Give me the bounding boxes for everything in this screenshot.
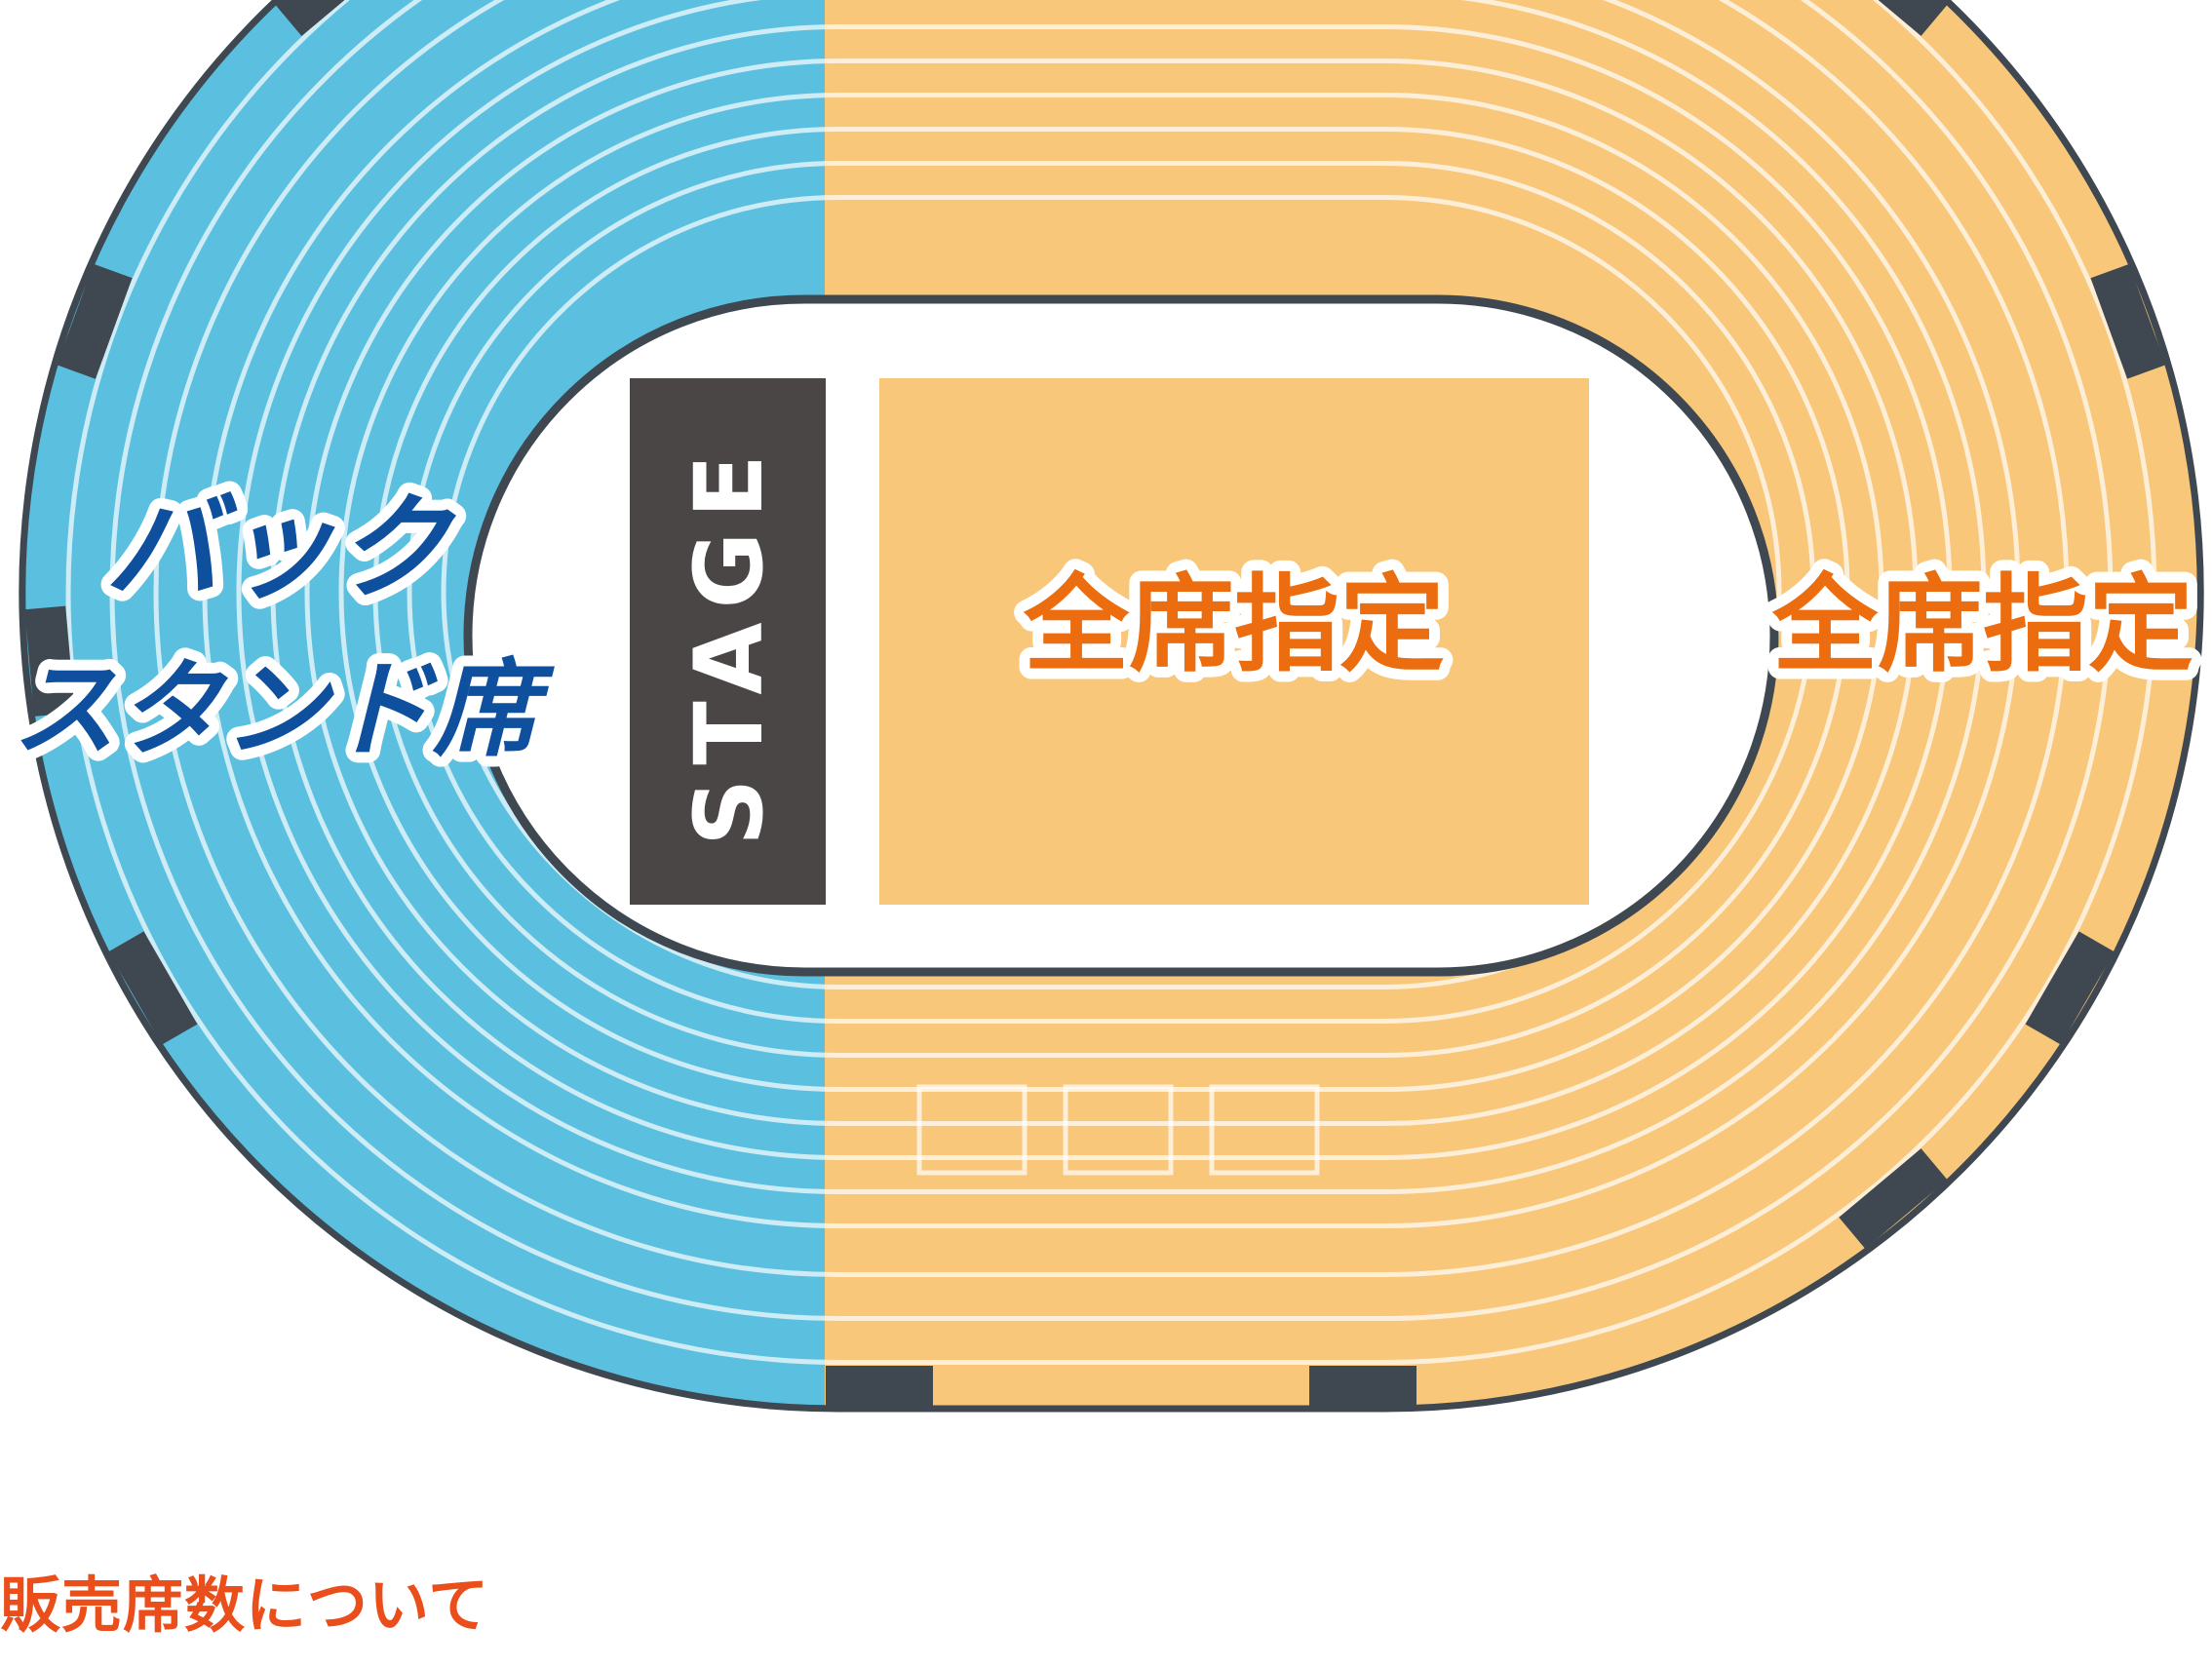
aisle-line <box>65 0 2157 1365</box>
aisle-line <box>407 161 1816 1024</box>
gate <box>24 605 75 717</box>
gate <box>2025 931 2115 1045</box>
stage-label: STAGE <box>675 441 784 846</box>
aisle-line <box>202 0 2021 1228</box>
stand-box-blocks <box>916 1084 1320 1176</box>
gate <box>826 1366 933 1407</box>
stadium-outline <box>19 0 2204 1413</box>
gate <box>2090 263 2166 379</box>
aisle-line <box>372 127 1850 1058</box>
seat-count-heading: 販売席数について <box>0 1570 490 1641</box>
back-stand-label-line1: バック <box>105 481 456 615</box>
stand-seating-label: 全席指定 <box>1771 564 2193 686</box>
aisle-line <box>270 24 1953 1160</box>
aisle-line <box>441 195 1782 989</box>
aisle-line <box>153 0 2070 1277</box>
arena-seating-label: 全席指定 <box>1023 564 1445 686</box>
gate <box>275 0 384 36</box>
arena-seating-reserved[interactable] <box>879 378 1589 905</box>
seating-aisle-lines <box>65 0 2157 1365</box>
aisle-line <box>109 0 2114 1321</box>
back-stand-label-line2: スタンド席 <box>12 649 555 771</box>
aisle-line <box>236 0 1987 1194</box>
entrance-gates <box>24 0 2166 1407</box>
stage <box>630 378 826 905</box>
gate <box>1839 1148 1948 1249</box>
gate <box>57 263 133 379</box>
aisle-line <box>338 93 1884 1092</box>
gate <box>1839 0 1948 36</box>
gate <box>108 931 198 1045</box>
gate <box>1309 1366 1416 1407</box>
aisle-line <box>304 58 1919 1126</box>
